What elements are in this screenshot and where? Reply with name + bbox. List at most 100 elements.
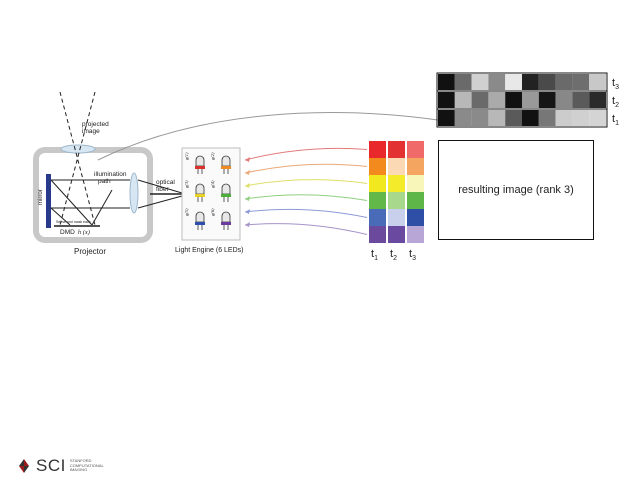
projection-ray [59, 91, 96, 226]
pattern-cell [438, 74, 455, 90]
dmd-text: DMD [60, 229, 75, 236]
pattern-cell [555, 110, 573, 126]
led-color-band [221, 194, 231, 197]
pattern-cell [555, 92, 573, 108]
illumination-path-label-line1: illumination [94, 171, 127, 178]
light-engine-box [181, 147, 241, 241]
arrow-head [245, 196, 250, 201]
logo-subtext-line: IMAGING [69, 467, 88, 473]
pattern-cell [438, 92, 455, 108]
projected-image-lens [60, 144, 96, 154]
optical-fiber-line [137, 195, 183, 209]
pattern-cell [589, 110, 606, 126]
projector-diagram: projected image illumination path mirror… [33, 91, 183, 256]
led-bulb [195, 183, 205, 195]
logo-petal [19, 459, 24, 466]
color-cell [407, 226, 424, 243]
pattern-cell [488, 110, 506, 126]
color-cell [407, 141, 424, 158]
pattern-cell [488, 92, 506, 108]
color-cell [369, 209, 386, 226]
optical-lens [129, 172, 139, 214]
color-cell [369, 141, 386, 158]
color-matrix-column-label: t3 [409, 248, 416, 262]
logo-petal [24, 459, 29, 466]
color-cell [388, 226, 405, 243]
color-cell [369, 175, 386, 192]
color-cell [369, 192, 386, 209]
pattern-cell [572, 110, 590, 126]
led-bulb [221, 211, 231, 223]
arrow-group [244, 147, 368, 235]
color-cell [407, 175, 424, 192]
pattern-cell [505, 74, 522, 90]
dmd-formula: h (x) [78, 229, 90, 236]
led-5: g(5) [184, 208, 205, 230]
led-group: g(1) g(2) g(3) g(4) g(5) g(6) [184, 152, 231, 230]
color-matrix-column-label: t2 [390, 248, 397, 262]
logo-subtext: STANFORD COMPUTATIONAL IMAGING [69, 458, 104, 473]
pattern-cell [471, 74, 489, 90]
led-1: g(1) [184, 152, 205, 174]
color-cell [407, 209, 424, 226]
color-cell [388, 209, 405, 226]
led-6: g(6) [210, 208, 231, 230]
pattern-cell [538, 74, 556, 90]
projection-arc [97, 112, 439, 161]
resulting-image-box: resulting image (rank 3) [438, 140, 594, 240]
illumination-path-label-line2: path [98, 178, 111, 185]
color-cell [369, 158, 386, 175]
led-arrow [244, 208, 368, 218]
color-cell [369, 226, 386, 243]
pattern-cell [538, 110, 556, 126]
led-2: g(2) [210, 152, 231, 174]
pattern-cell [454, 110, 472, 126]
led-arrow [244, 223, 368, 235]
logo-subtext-line: STANFORD [69, 458, 92, 464]
optical-fiber-line [137, 179, 183, 194]
mirror [46, 174, 51, 228]
pattern-cell [454, 74, 472, 90]
pattern-cell [572, 92, 590, 108]
led-label: g(2) [210, 152, 215, 160]
pattern-cell [471, 110, 489, 126]
optical-fiber-label-line2: fiber [156, 186, 169, 193]
color-cell [388, 175, 405, 192]
arrow-head [245, 183, 250, 188]
led-3: g(3) [184, 180, 205, 202]
pattern-cell [505, 92, 522, 108]
pattern-cell [488, 74, 506, 90]
pattern-cell [589, 74, 606, 90]
pattern-cell [505, 110, 522, 126]
led-label: g(4) [210, 180, 215, 188]
logo-subtext-line: COMPUTATIONAL [69, 462, 104, 468]
pattern-cell [589, 92, 606, 108]
projection-ray [59, 91, 96, 226]
sci-logo: SCI STANFORD COMPUTATIONAL IMAGING [16, 456, 104, 476]
pattern-cell [471, 92, 489, 108]
pattern-cell [438, 110, 455, 126]
led-bulb [195, 211, 205, 223]
pattern-row-label: t1 [612, 113, 619, 127]
led-bulb [195, 155, 205, 167]
mirror-label: mirror [38, 189, 44, 205]
led-label: g(5) [184, 208, 189, 216]
projected-image-label-line2: image [82, 128, 100, 135]
arrow-head [245, 170, 250, 175]
led-4: g(4) [210, 180, 231, 202]
led-arrow [244, 147, 368, 161]
illumination-path-line [50, 179, 93, 226]
led-label: g(3) [184, 180, 189, 188]
pattern-cell [572, 74, 590, 90]
pattern-cell [522, 110, 539, 126]
color-matrix-column-label: t1 [371, 248, 378, 262]
color-cell [388, 192, 405, 209]
led-label: g(1) [184, 152, 189, 160]
sci-logo-icon [19, 459, 29, 473]
illumination-path-line [91, 189, 113, 226]
color-cell [388, 141, 405, 158]
pattern-cell [522, 74, 539, 90]
pattern-cell [555, 74, 573, 90]
